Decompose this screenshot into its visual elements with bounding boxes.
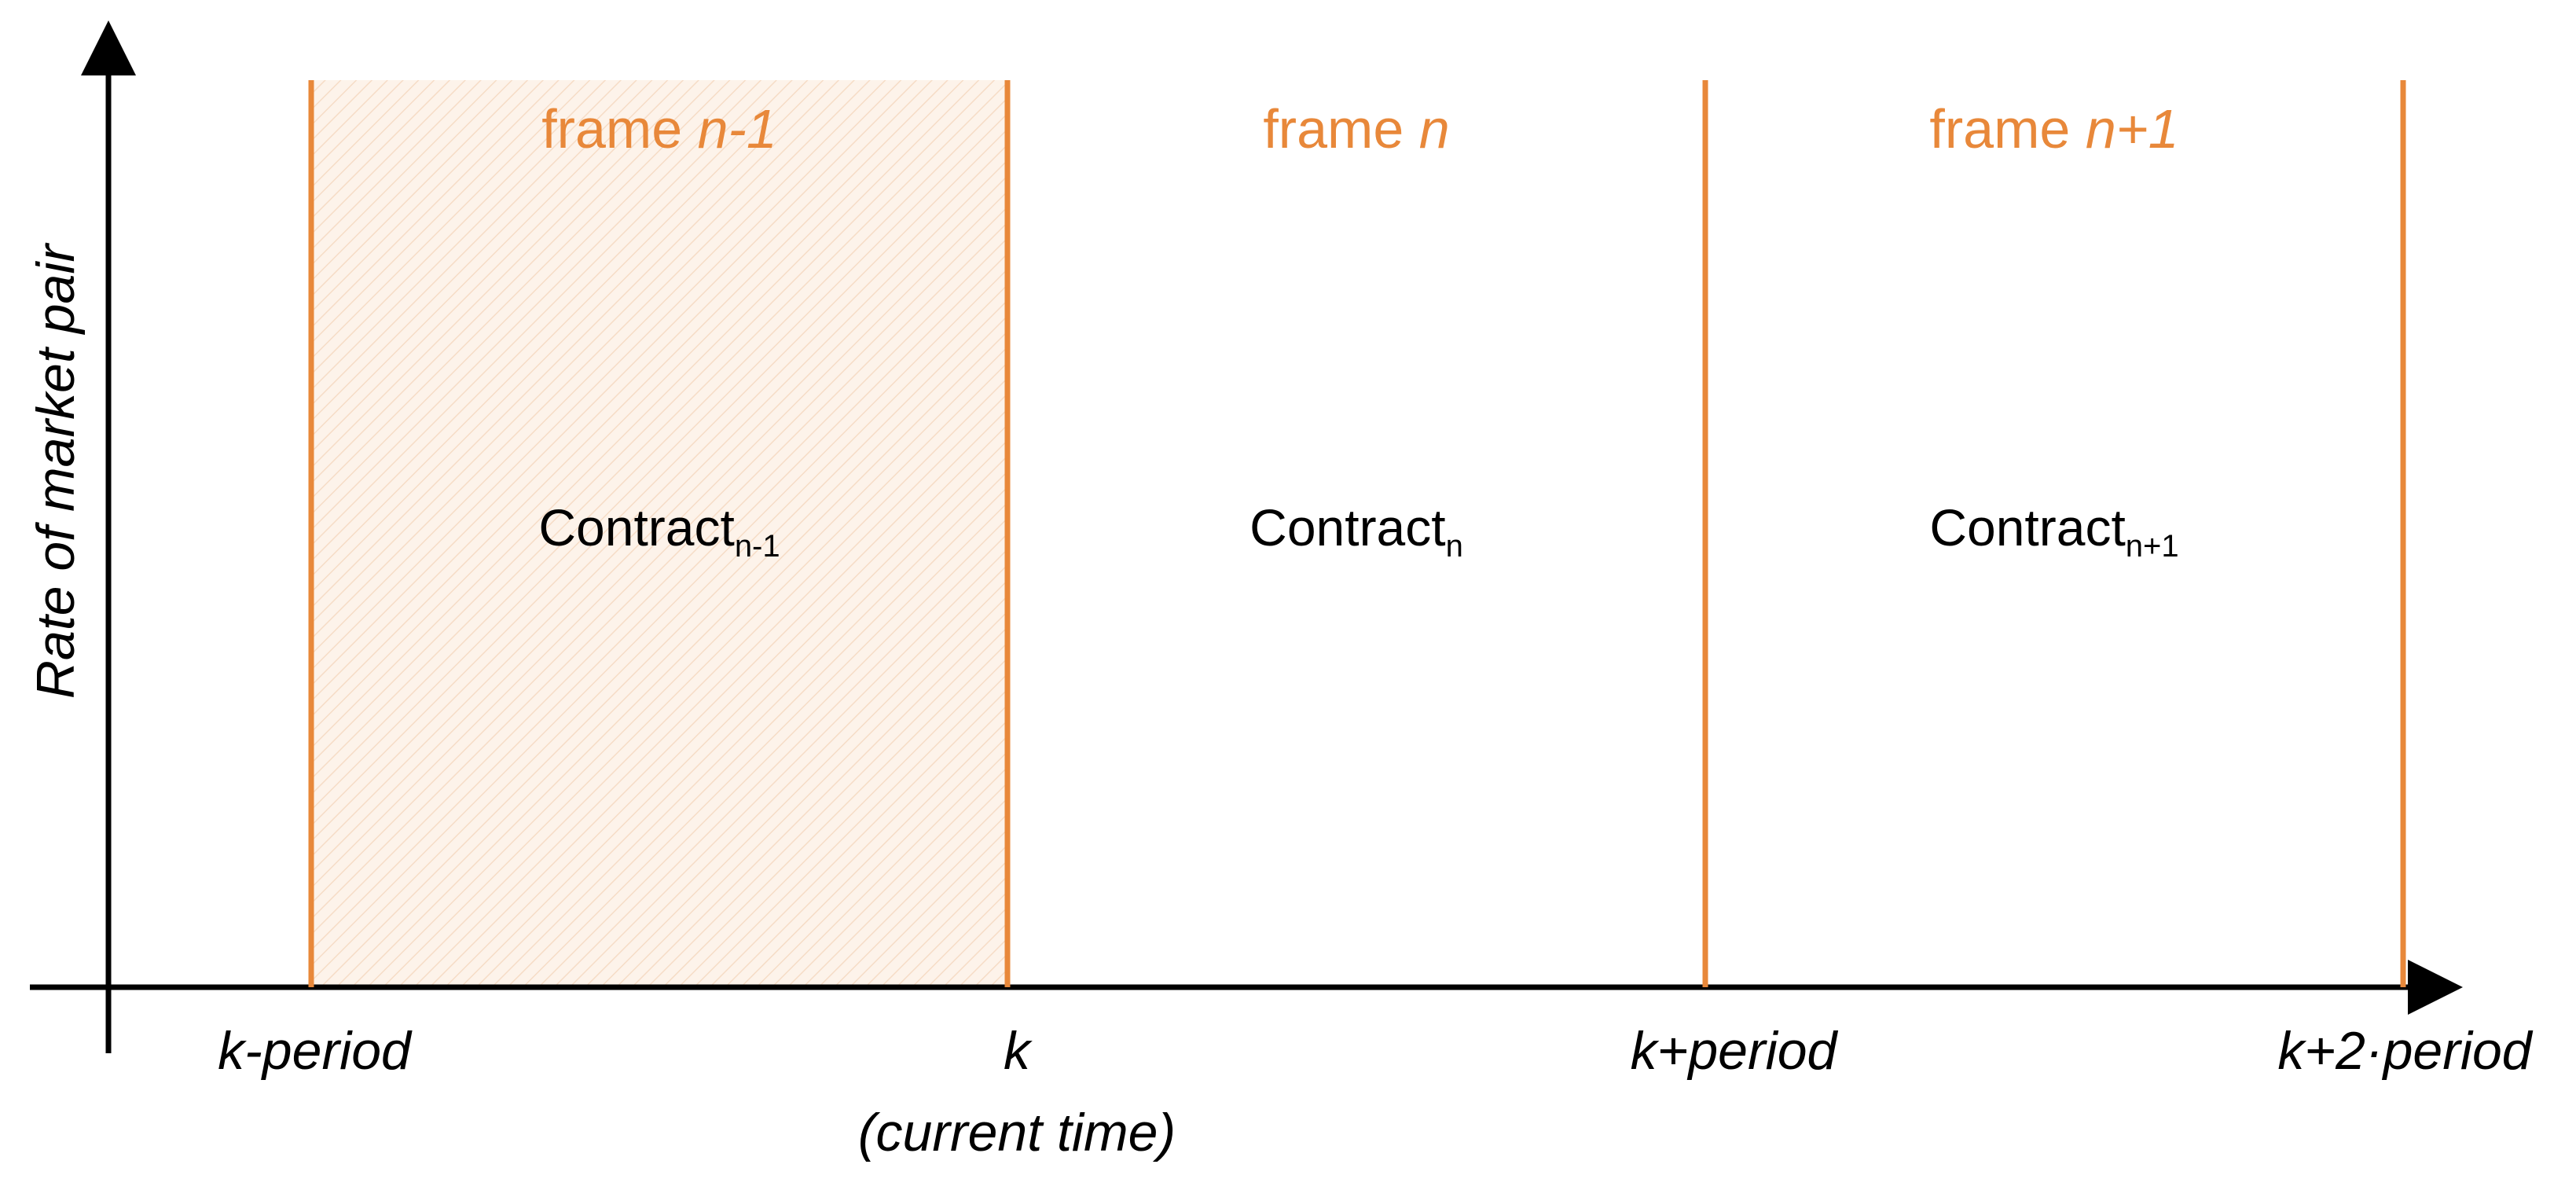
- frame-title-current-word: frame: [1263, 98, 1404, 160]
- frame-title-prev-word: frame: [541, 98, 682, 160]
- frame-title-prev-index: n-1: [698, 98, 777, 160]
- y-axis-label: Rate of market pair: [26, 243, 86, 700]
- contract-label-prev: Contractn-1: [538, 498, 780, 564]
- tick-label-k-plus-period: k+period: [1631, 1021, 1839, 1081]
- tick-label-k-period: k-period: [218, 1021, 413, 1081]
- frame-title-next-word: frame: [1929, 98, 2070, 160]
- tick-label-k: k: [1004, 1021, 1033, 1081]
- contract-label-prev-sub: n-1: [735, 529, 780, 564]
- tick-label-k-plus-2-period: k+2·period: [2277, 1021, 2533, 1081]
- frame-title-next-index: n+1: [2086, 98, 2179, 160]
- contract-label-next: Contractn+1: [1929, 498, 2178, 564]
- frame-title-prev: frame n-1: [541, 98, 777, 160]
- contract-label-current: Contractn: [1249, 498, 1463, 564]
- tick-sublabel-current-time: (current time): [858, 1103, 1176, 1162]
- contract-label-next-base: Contract: [1929, 498, 2125, 556]
- past-frame-shading: [311, 80, 1007, 986]
- contract-label-current-sub: n: [1446, 529, 1463, 564]
- frame-title-next: frame n+1: [1929, 98, 2178, 160]
- frame-title-current: frame n: [1263, 98, 1449, 160]
- frame-title-current-index: n: [1419, 98, 1450, 160]
- contract-label-current-base: Contract: [1249, 498, 1445, 556]
- contract-label-prev-base: Contract: [538, 498, 734, 556]
- contract-label-next-sub: n+1: [2126, 529, 2179, 564]
